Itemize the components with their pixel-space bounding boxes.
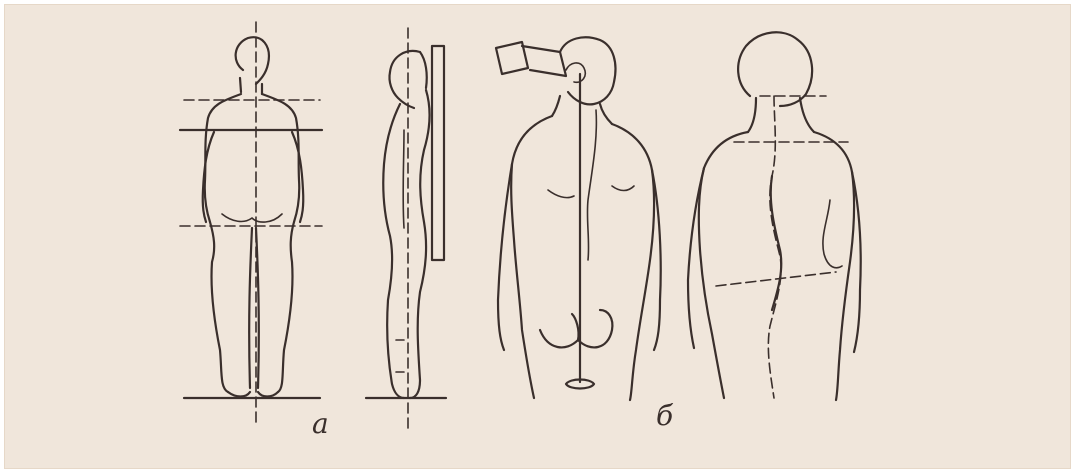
figure-label-b: б xyxy=(656,402,673,430)
figure-back-view-plumb-line xyxy=(496,37,661,400)
figure-back-view-curved-spine xyxy=(688,32,861,400)
figure-side-view xyxy=(366,28,446,432)
figure-label-a: а xyxy=(312,410,329,438)
figure-front-view xyxy=(180,22,322,424)
